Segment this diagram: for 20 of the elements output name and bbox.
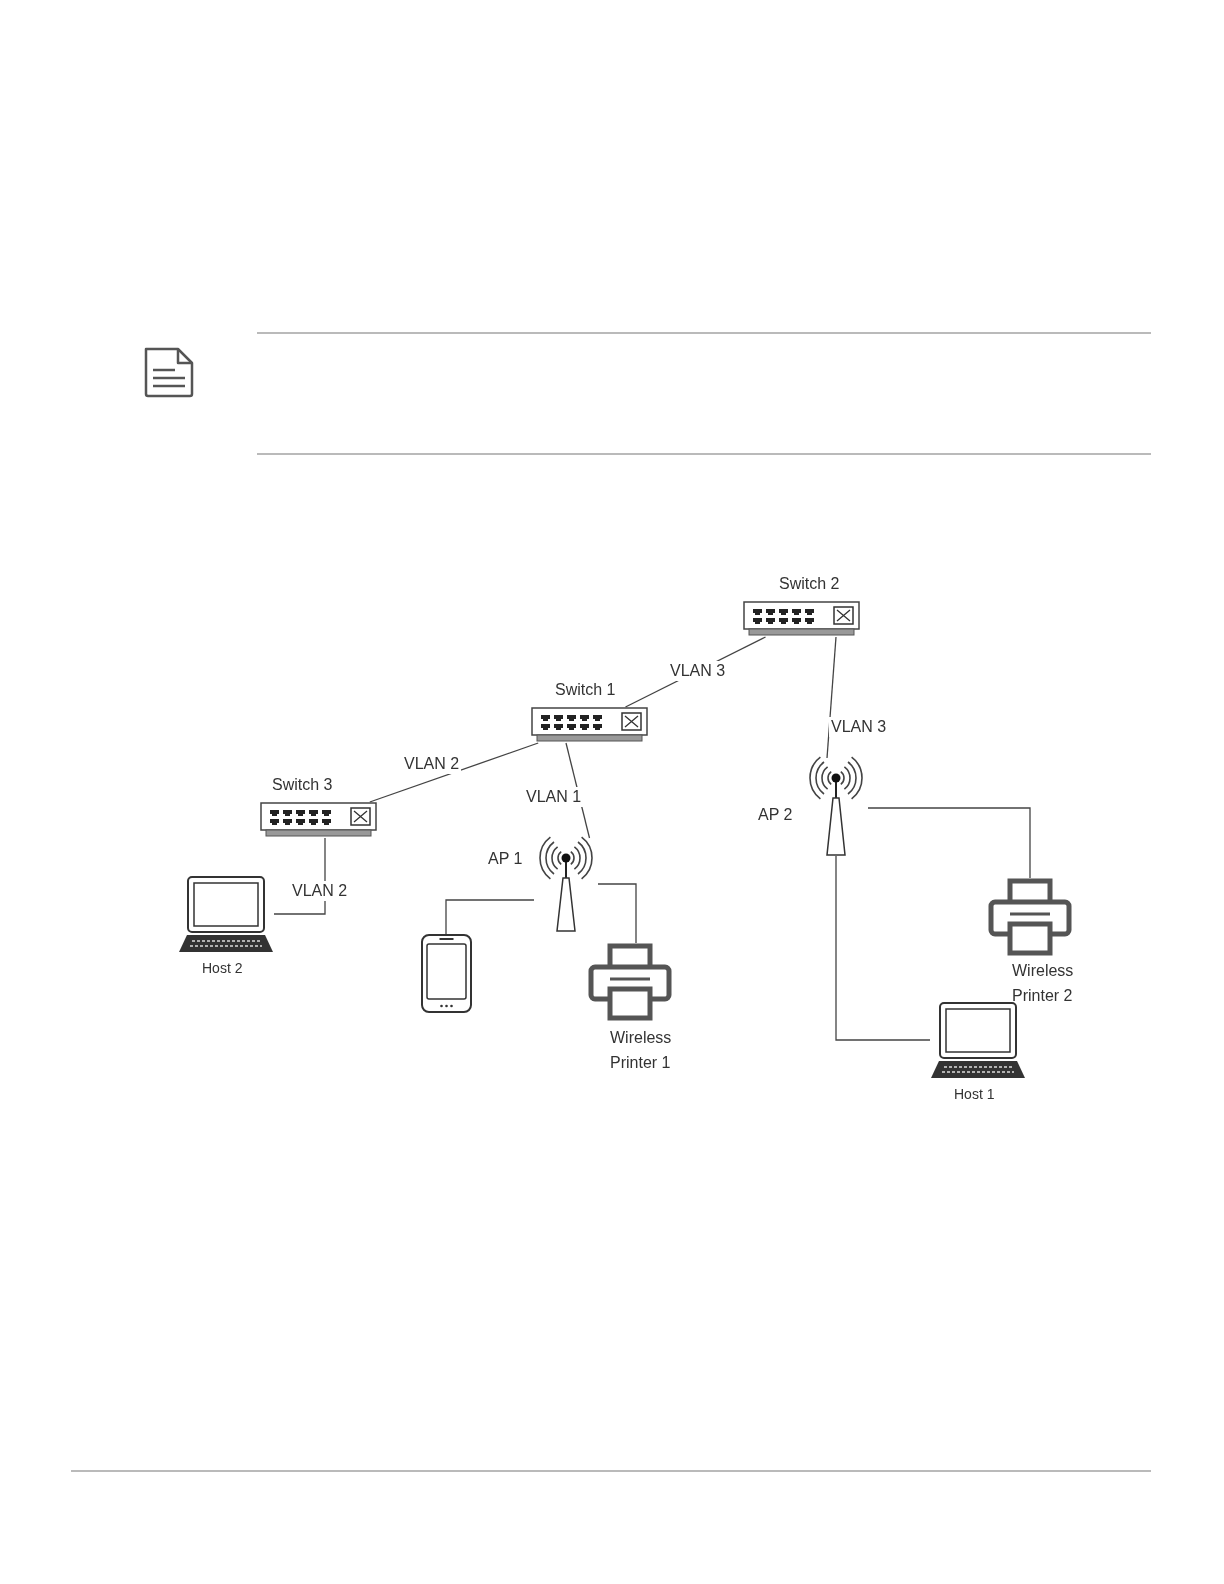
device-label: Host 2 [202, 959, 243, 978]
device-label: Host 1 [954, 1085, 995, 1104]
device-label: Switch 2 [779, 574, 840, 594]
network-cable [597, 883, 637, 944]
edge-label: VLAN 2 [402, 754, 462, 774]
edge-label: VLAN 3 [829, 717, 889, 737]
edge-label: VLAN 2 [290, 881, 350, 901]
device-label: Switch 3 [272, 775, 333, 795]
network-cable [835, 855, 931, 1041]
network-cable [826, 636, 837, 759]
device-label: AP 1 [488, 849, 523, 869]
network-cable [369, 742, 539, 803]
device-label: AP 2 [758, 805, 793, 825]
device-label: Wireless Printer 2 [1012, 961, 1075, 1006]
device-label: Wireless Printer 1 [610, 1028, 673, 1073]
edge-label: VLAN 1 [524, 787, 584, 807]
edge-label: VLAN 3 [668, 661, 728, 681]
network-cable [445, 899, 535, 935]
device-label: Switch 1 [555, 680, 616, 700]
network-cable [867, 807, 1031, 879]
